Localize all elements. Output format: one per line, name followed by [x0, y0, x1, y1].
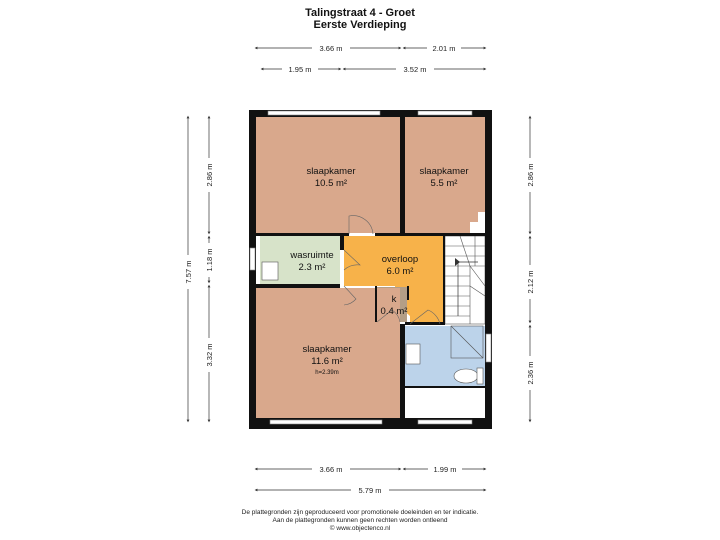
dim-bottom-1a: 3.66 m [320, 465, 343, 474]
plan-title: Talingstraat 4 - Groet [305, 7, 415, 19]
dim-left-1: 2.86 m [205, 164, 214, 187]
dim-left-outer: 7.57 m [184, 261, 193, 284]
room-shower [405, 388, 485, 418]
footer-disclaimer-1: De plattegronden zijn geproduceerd voor … [241, 509, 479, 516]
dim-left-2: 1.18 m [205, 249, 214, 272]
room-label-bedroom-bottom: slaapkamer [302, 344, 351, 355]
footer-copyright: © www.objectenco.nl [329, 525, 391, 532]
room-bedroom-top-left [256, 117, 400, 233]
dim-right-3: 2.36 m [526, 362, 535, 385]
dim-bottom-1b: 1.99 m [434, 465, 457, 474]
room-label-laundry: wasruimte [289, 250, 333, 261]
dim-bottom-2: 5.79 m [359, 486, 382, 495]
room-area-bedroom-top-right: 5.5 m² [431, 178, 458, 189]
dim-top-1a: 3.66 m [320, 44, 343, 53]
dim-left-3: 3.32 m [205, 344, 214, 367]
staircase [444, 235, 486, 325]
room-area-bedroom-top-left: 10.5 m² [315, 178, 347, 189]
footer-disclaimer-2: Aan de plattegronden kunnen geen rechten… [272, 517, 448, 524]
room-label-bedroom-top-left: slaapkamer [306, 166, 355, 177]
dim-right-1: 2.86 m [526, 164, 535, 187]
dim-right-2: 2.12 m [526, 271, 535, 294]
room-height-bedroom-bottom: h=2.39m [315, 370, 339, 376]
room-area-landing: 6.0 m² [387, 266, 414, 277]
room-label-bedroom-top-right: slaapkamer [419, 166, 468, 177]
room-bedroom-top-right [405, 117, 485, 233]
dim-top-2b: 3.52 m [404, 65, 427, 74]
room-area-laundry: 2.3 m² [299, 262, 326, 273]
windows [249, 110, 492, 425]
plan-subtitle: Eerste Verdieping [313, 19, 407, 31]
doors [343, 215, 441, 325]
dim-top-2a: 1.95 m [289, 65, 312, 74]
fixtures [261, 261, 484, 385]
room-area-closet: 0.4 m² [381, 306, 408, 317]
dim-top-1b: 2.01 m [433, 44, 456, 53]
room-area-bedroom-bottom: 11.6 m² [311, 356, 343, 367]
room-landing [344, 236, 443, 324]
room-label-closet: k [392, 294, 397, 305]
room-label-landing: overloop [382, 254, 418, 265]
